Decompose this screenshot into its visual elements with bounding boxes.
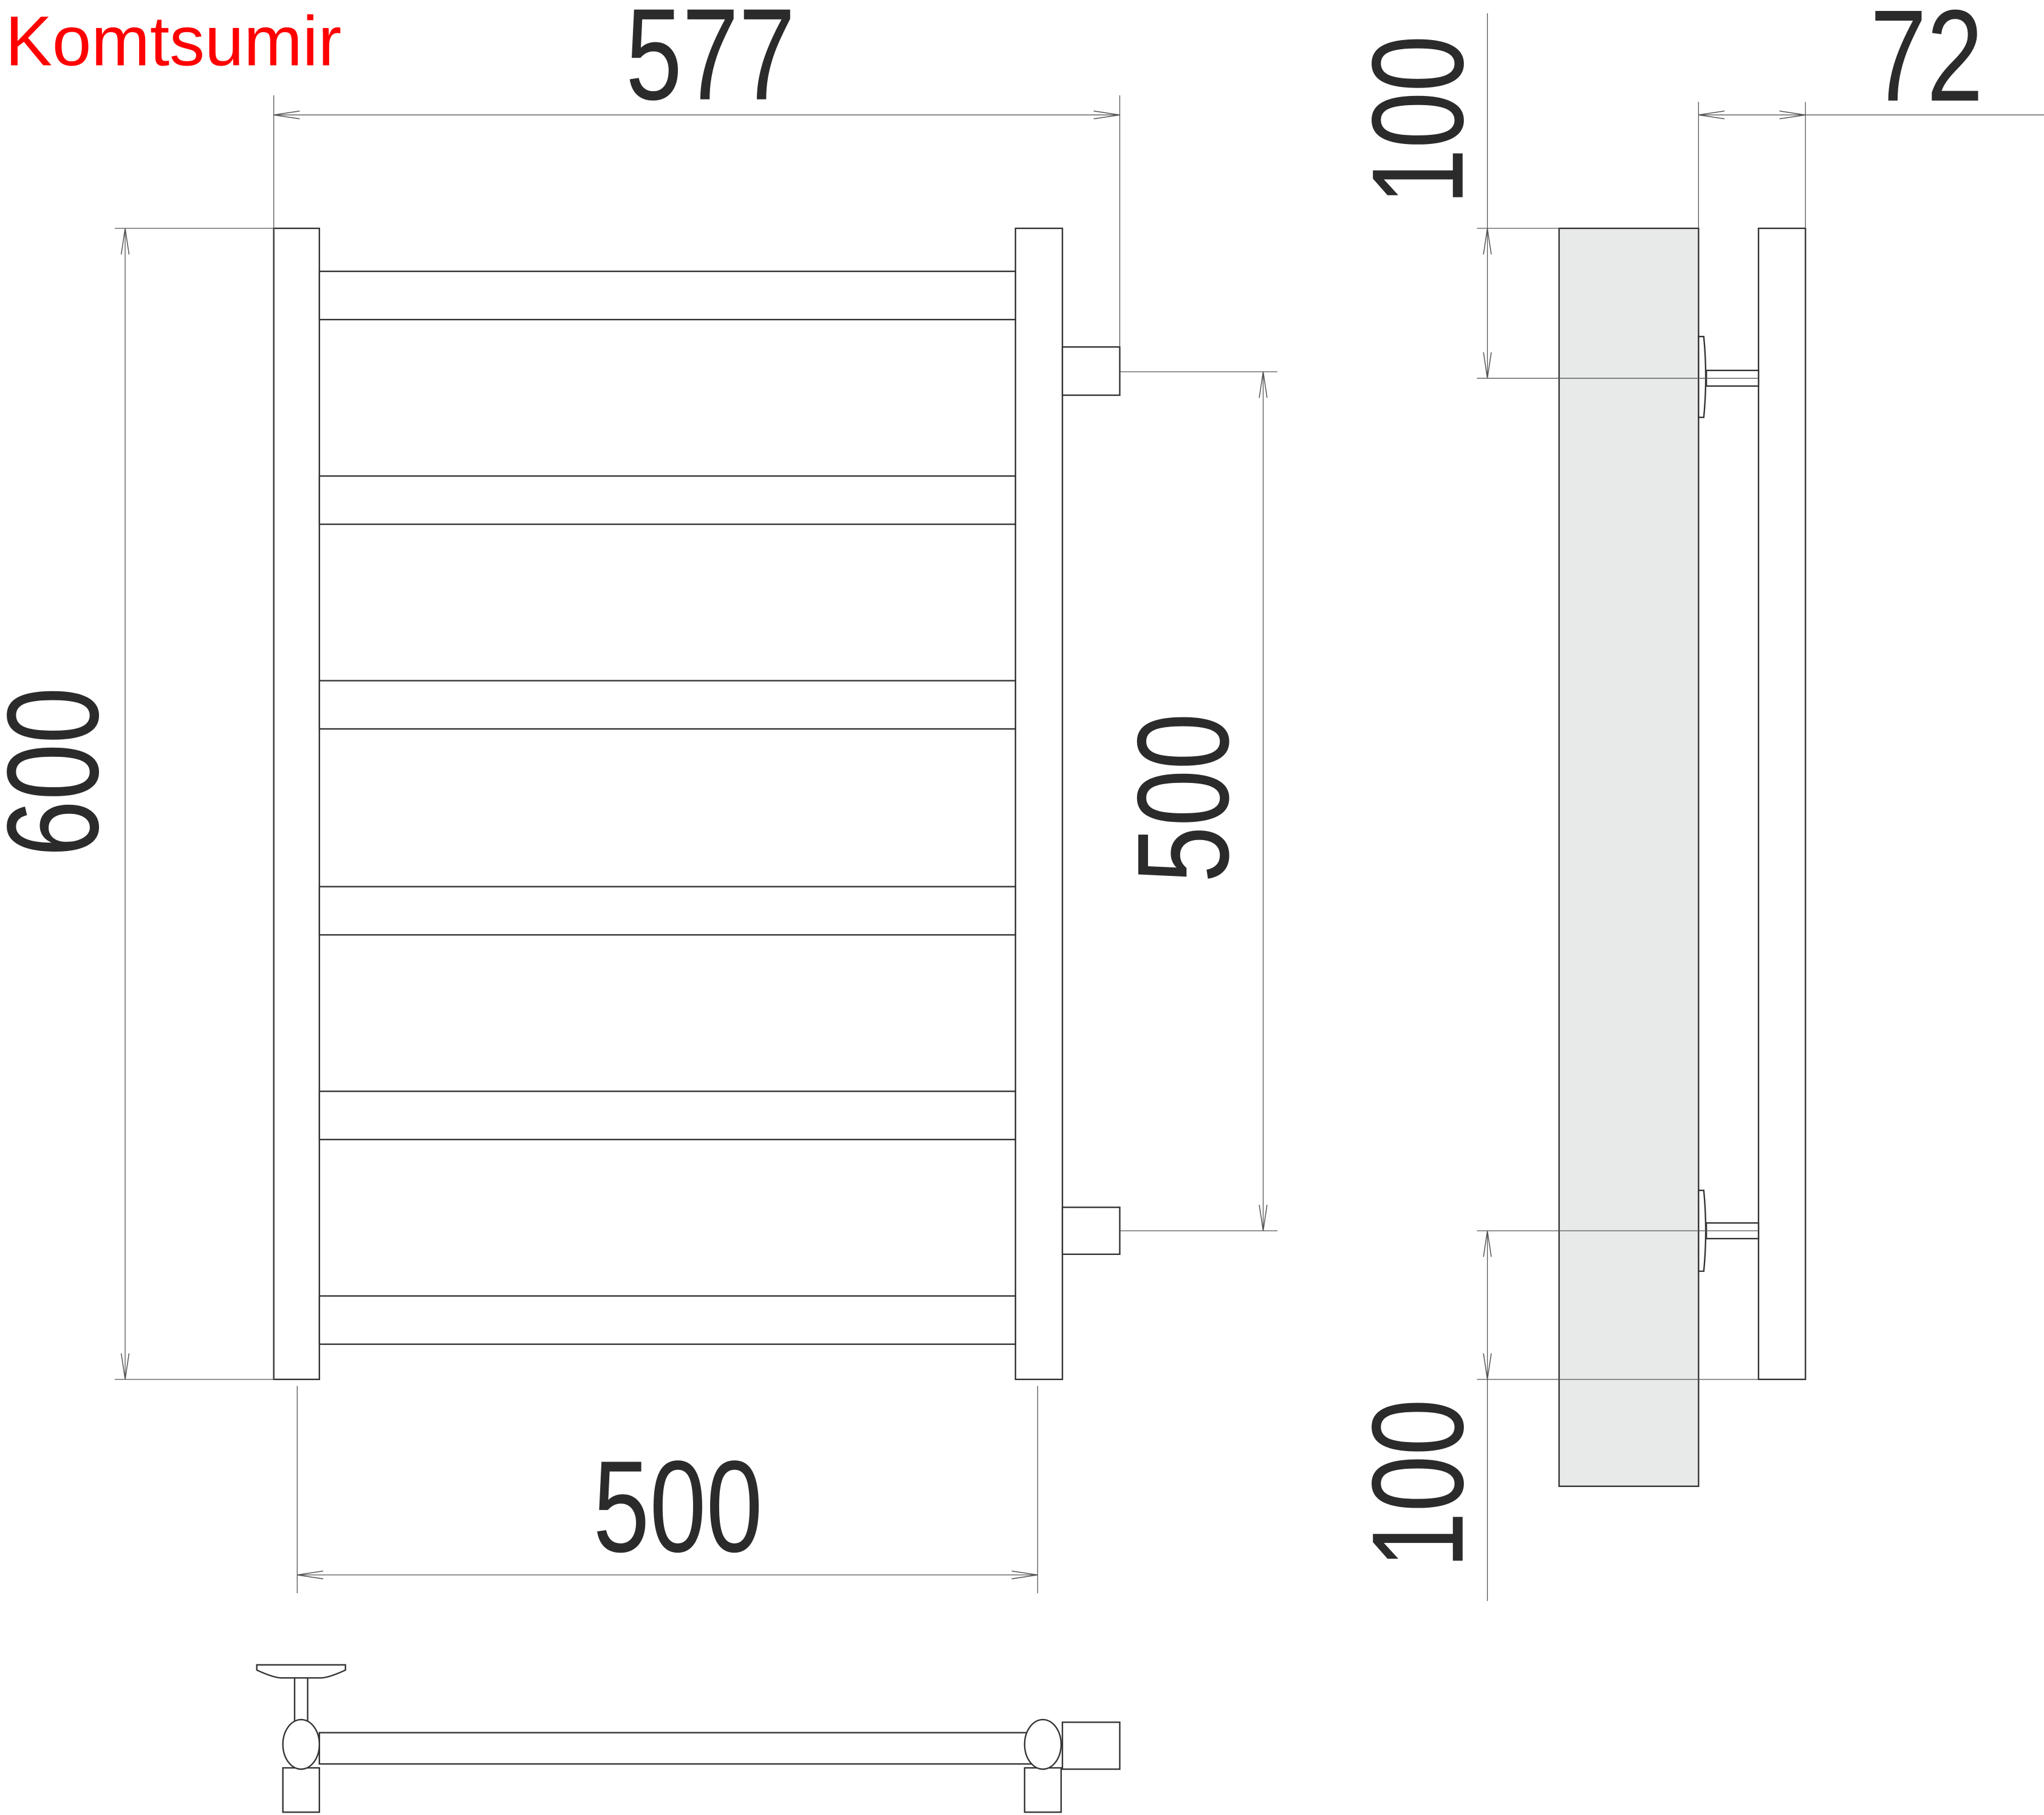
crossbar [318,680,1016,730]
side-view [1558,227,1806,1488]
plan-connector [1061,1721,1121,1770]
plan-right-joint [1024,1718,1062,1770]
dimension-label: 600 [0,687,126,856]
plan-view [256,1664,1121,1813]
crossbar [318,1090,1016,1141]
top-bracket [1698,335,1760,419]
side-post [1757,227,1806,1381]
plan-left-foot [282,1767,320,1813]
dimension-post-spacing: 500 [296,1386,1038,1593]
dimension-bottom-offset: 100 [1345,1230,1759,1601]
left-post [273,227,320,1381]
plan-left-joint [282,1718,320,1770]
crossbar [318,1295,1016,1345]
dimension-label: 500 [593,1434,762,1579]
crossbar [318,475,1016,525]
plan-bracket-plate [256,1664,346,1679]
right-post [1014,227,1064,1381]
dimension-height: 600 [0,228,274,1380]
crossbar [318,886,1016,936]
crossbar [318,270,1016,321]
plan-right-foot [1024,1767,1062,1813]
crossbars [318,270,1016,1345]
dimension-connection-spacing: 500 [1110,371,1278,1231]
bottom-connector [1061,1206,1121,1256]
wall [1558,227,1700,1488]
dimension-top-offset: 100 [1345,13,1759,379]
dimension-label: 72 [1870,0,1983,128]
brand-logo: Komtsumir [5,2,342,81]
dimension-depth: 72 [1698,0,2044,228]
dimension-label: 100 [1345,1399,1491,1568]
dimension-label: 100 [1345,35,1491,205]
dimension-overall-width: 577 [273,0,1121,347]
top-connector [1061,346,1121,396]
front-view [273,227,1121,1381]
dimension-label: 500 [1110,713,1256,883]
plan-bar [318,1732,1044,1765]
dimension-label: 577 [626,0,795,127]
